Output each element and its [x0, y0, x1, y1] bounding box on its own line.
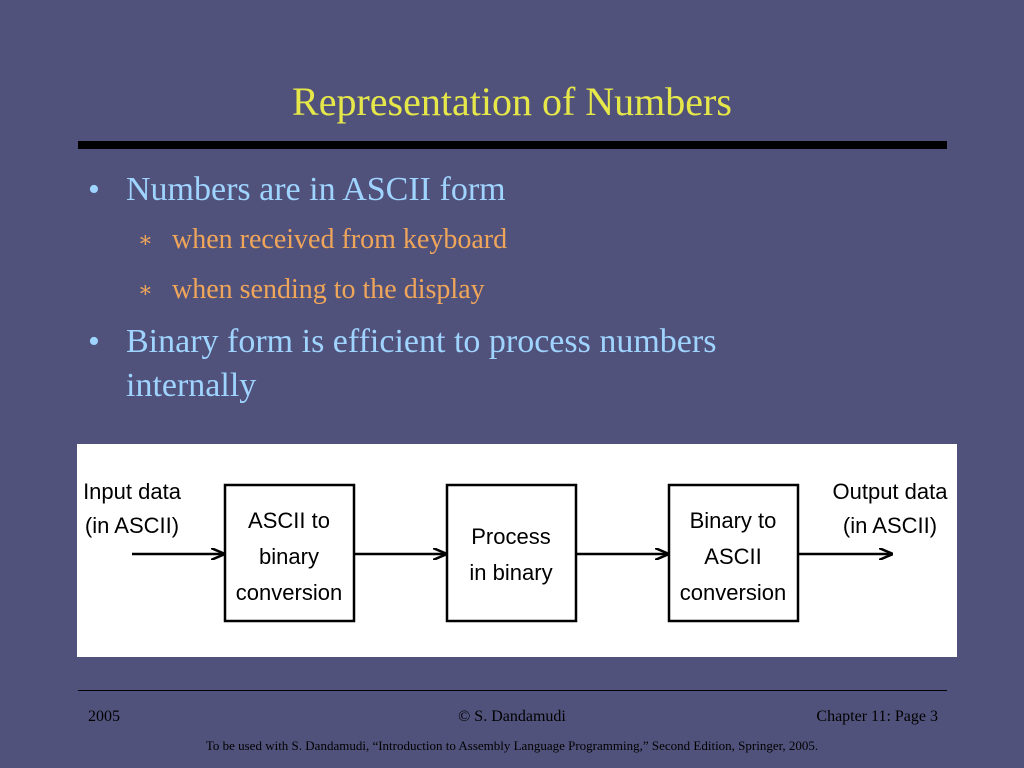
box3-line2: ASCII	[704, 544, 761, 569]
footer-author: © S. Dandamudi	[458, 708, 566, 725]
input-label-line1: Input data	[83, 479, 182, 504]
output-label-line2: (in ASCII)	[843, 513, 937, 538]
footer-page: Chapter 11: Page 3	[816, 708, 938, 725]
bullet-item: • Binary form is efficient to process nu…	[88, 320, 948, 408]
box1-line1: ASCII to	[248, 508, 330, 533]
bullet-list: • Numbers are in ASCII form ∗ when recei…	[88, 168, 948, 416]
footer-note: To be used with S. Dandamudi, “Introduct…	[205, 738, 819, 753]
title-divider	[78, 141, 947, 149]
box-binary-to-ascii	[667, 483, 800, 623]
sub-bullet-text: when sending to the display	[172, 274, 485, 305]
slide-title: Representation of Numbers	[292, 79, 732, 124]
flow-diagram-svg: Input data (in ASCII) ASCII to binary co…	[83, 479, 949, 623]
box2-line2: in binary	[469, 560, 552, 585]
box3-line1: Binary to	[690, 508, 777, 533]
footer-divider	[78, 690, 947, 691]
bullet-text-line1: Binary form is efficient to process numb…	[126, 323, 717, 360]
sub-bullet-text: when received from keyboard	[172, 224, 508, 255]
bullet-item: • Numbers are in ASCII form	[88, 168, 948, 212]
output-label-line1: Output data	[833, 479, 949, 504]
box-process-in-binary	[445, 483, 578, 623]
sub-bullet-item: ∗ when received from keyboard	[88, 220, 948, 260]
box2-line1: Process	[471, 524, 550, 549]
bullet-dot: •	[88, 171, 100, 208]
box3-line3: conversion	[680, 580, 786, 605]
input-label-line2: (in ASCII)	[85, 513, 179, 538]
sub-bullet-item: ∗ when sending to the display	[88, 270, 948, 310]
box1-line3: conversion	[236, 580, 342, 605]
footer-year: 2005	[88, 708, 120, 725]
sub-bullet-star: ∗	[138, 227, 153, 252]
bullet-dot: •	[88, 323, 100, 360]
flow-diagram: Input data (in ASCII) ASCII to binary co…	[77, 444, 957, 657]
bullet-text-line2: internally	[126, 367, 257, 404]
box1-line2: binary	[259, 544, 319, 569]
bullet-text: Numbers are in ASCII form	[126, 171, 506, 208]
sub-bullet-star: ∗	[138, 277, 153, 302]
